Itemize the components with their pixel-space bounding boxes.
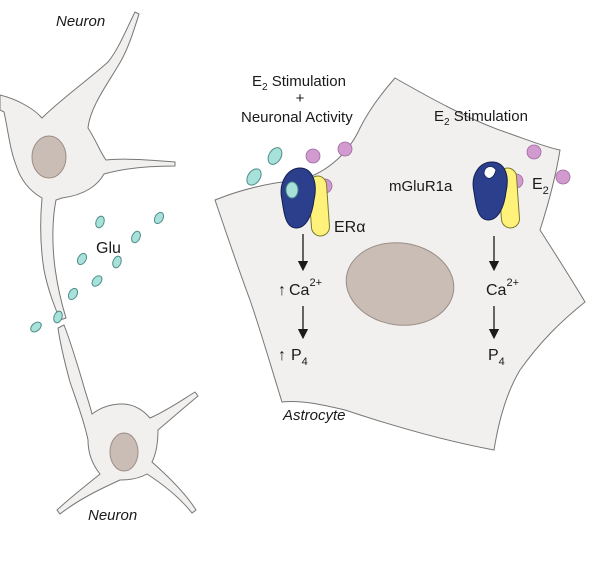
estradiol-dot — [337, 141, 353, 157]
glutamate-dot — [30, 321, 42, 333]
glu-label: Glu — [96, 240, 121, 257]
e2-sub: 2 — [543, 185, 549, 197]
astrocyte-nucleus — [345, 242, 455, 326]
neuron-top-nucleus — [31, 135, 67, 179]
left-heading-rest: Stimulation — [268, 73, 346, 90]
neuron-bottom-nucleus — [109, 432, 139, 472]
astrocyte-label: Astrocyte — [282, 407, 346, 424]
glutamate-dot — [91, 275, 103, 287]
left-receptor-complex — [280, 167, 330, 237]
glutamate-dot — [76, 252, 88, 266]
neuron-bottom-label: Neuron — [88, 507, 137, 524]
left-p: P — [291, 347, 302, 364]
estradiol-dot — [555, 169, 571, 185]
mglur1a-label: mGluR1a — [389, 178, 453, 195]
neuron-bottom-body — [56, 324, 199, 515]
glutamate-dot — [267, 147, 283, 165]
bound-glutamate — [285, 181, 299, 199]
right-ca-sup: 2+ — [506, 277, 519, 289]
left-ca: Ca — [289, 282, 310, 299]
neuron-top-body — [0, 11, 176, 321]
glutamate-dot — [112, 255, 122, 269]
e2-base: E — [532, 176, 543, 193]
glutamate-dot — [131, 230, 141, 244]
glutamate-dot — [246, 168, 262, 186]
right-heading: E2 Stimulation — [434, 108, 528, 128]
left-p-sub: 4 — [302, 356, 308, 368]
left-heading-line1: E2 Stimulation — [252, 73, 346, 93]
right-receptor-complex — [472, 161, 520, 229]
glutamate-dot — [53, 310, 63, 324]
e2-label: E2 — [532, 176, 549, 197]
estradiol-dot — [526, 144, 542, 160]
neuron-top-label: Neuron — [56, 13, 105, 30]
estradiol-dot — [305, 148, 321, 164]
left-heading-e: E — [252, 73, 262, 90]
right-heading-sub: 2 — [444, 117, 450, 128]
right-p: P — [488, 347, 499, 364]
left-ca-text: ↑Ca2+ — [278, 277, 322, 299]
left-p-up: ↑ — [278, 347, 286, 364]
right-p-sub: 4 — [499, 356, 505, 368]
left-ca-up: ↑ — [278, 282, 286, 299]
mglur1a-receptor-right — [472, 161, 508, 221]
right-ca: Ca — [486, 282, 507, 299]
right-ca-text: Ca2+ — [486, 277, 519, 299]
glutamate-dot — [95, 215, 105, 229]
left-heading-line3: Neuronal Activity — [241, 109, 353, 126]
glutamate-dot — [67, 287, 79, 301]
right-p4-text: P4 — [488, 347, 505, 368]
left-heading-sub: 2 — [262, 82, 268, 93]
left-heading-plus: + — [296, 90, 305, 107]
mglur1a-binding-pocket — [483, 166, 497, 179]
era-label: ERα — [334, 219, 365, 236]
right-heading-rest: Stimulation — [450, 108, 528, 125]
left-ca-sup: 2+ — [309, 277, 322, 289]
left-p4-text: ↑ P4 — [278, 347, 308, 368]
right-heading-e: E — [434, 108, 444, 125]
glutamate-dot — [153, 211, 165, 225]
